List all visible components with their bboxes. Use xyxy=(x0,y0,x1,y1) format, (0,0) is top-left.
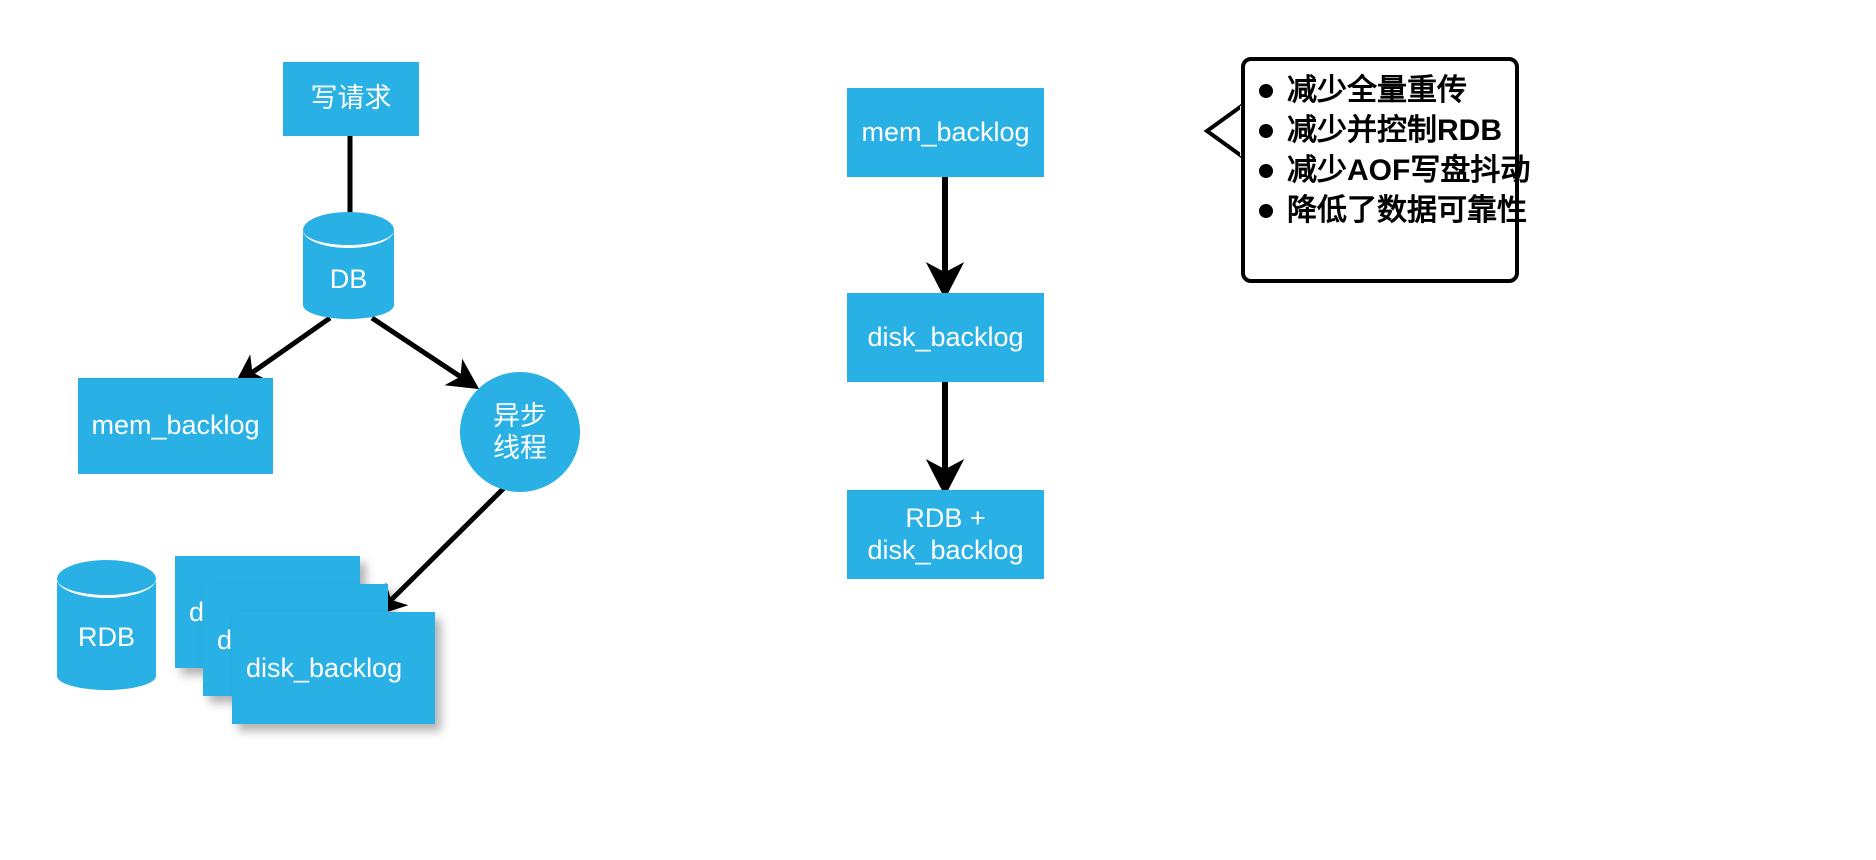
node-disk-backlog-card-front[interactable]: disk_backlog xyxy=(232,612,435,724)
node-disk-backlog-middle[interactable]: disk_backlog xyxy=(847,293,1044,382)
rdb-cylinder-label: RDB xyxy=(77,622,135,652)
db-cylinder-top xyxy=(303,212,394,248)
node-mem-backlog-middle[interactable]: mem_backlog xyxy=(847,88,1044,177)
callout-bullet-list: 减少全量重传 减少并控制RDB 减少AOF写盘抖动 降低了数据可靠性 xyxy=(1245,61,1530,241)
callout-bullet-item: 减少全量重传 xyxy=(1259,71,1499,111)
callout-bullet-text: 减少并控制RDB xyxy=(1287,114,1502,147)
callout-box: 减少全量重传 减少并控制RDB 减少AOF写盘抖动 降低了数据可靠性 xyxy=(1241,57,1530,283)
rdb-cylinder-top xyxy=(57,560,156,598)
node-rdb-cylinder[interactable]: RDB xyxy=(57,560,156,690)
node-rdb-plus-disk-backlog[interactable]: RDB + disk_backlog xyxy=(847,490,1044,579)
callout-bullet-text: 降低了数据可靠性 xyxy=(1287,194,1527,227)
node-write-request[interactable]: 写请求 xyxy=(283,62,419,136)
callout-tail xyxy=(1203,103,1245,159)
node-async-thread[interactable]: 异步 线程 xyxy=(460,372,580,492)
rdb-cylinder-body xyxy=(57,582,156,690)
node-db-cylinder[interactable]: DB xyxy=(303,212,394,319)
arrow-async-thread-to-disk-backlog xyxy=(375,486,506,616)
arrow-db-to-async-thread xyxy=(370,315,480,390)
db-cylinder-label: DB xyxy=(329,264,368,294)
callout-bullet-item: 降低了数据可靠性 xyxy=(1259,191,1527,231)
callout-bullet-item: 减少AOF写盘抖动 xyxy=(1259,151,1530,191)
callout-bullet-text: 减少全量重传 xyxy=(1287,74,1467,107)
bullet-dot-icon xyxy=(1259,84,1273,98)
bullet-dot-icon xyxy=(1259,204,1273,218)
callout-bullet-item: 减少并控制RDB xyxy=(1259,111,1502,151)
bullet-dot-icon xyxy=(1259,124,1273,138)
node-mem-backlog-left[interactable]: mem_backlog xyxy=(78,378,273,474)
arrow-db-to-mem-backlog xyxy=(233,315,332,386)
callout-bullet-text: 减少AOF写盘抖动 xyxy=(1287,154,1531,187)
bullet-dot-icon xyxy=(1259,164,1273,178)
